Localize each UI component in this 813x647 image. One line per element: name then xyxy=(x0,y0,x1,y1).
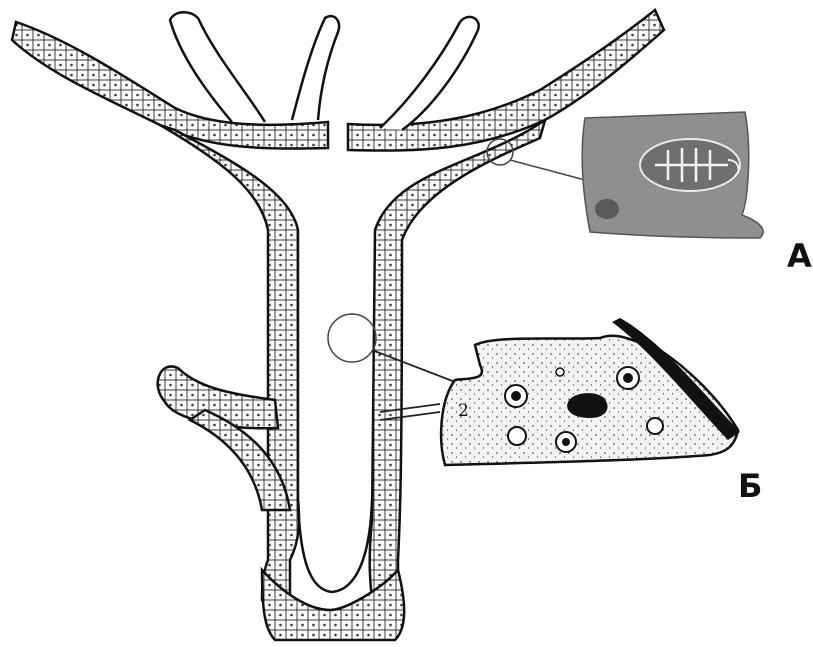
circle-marker-b xyxy=(328,314,376,362)
inset-b: 2 xyxy=(441,318,740,465)
tentacle-right xyxy=(380,17,479,130)
label-a: А xyxy=(787,240,812,272)
left-body-wall xyxy=(160,125,299,600)
tentacle-left-1 xyxy=(170,12,265,122)
cell-marker-2: 2 xyxy=(458,401,469,421)
gastric-cavity-bottom xyxy=(298,500,372,592)
inset-a xyxy=(582,112,763,238)
label-b: Б xyxy=(738,470,762,502)
tentacle-left-2 xyxy=(292,16,339,120)
connector-a xyxy=(510,160,585,180)
inset-b-nucleus xyxy=(567,393,607,418)
